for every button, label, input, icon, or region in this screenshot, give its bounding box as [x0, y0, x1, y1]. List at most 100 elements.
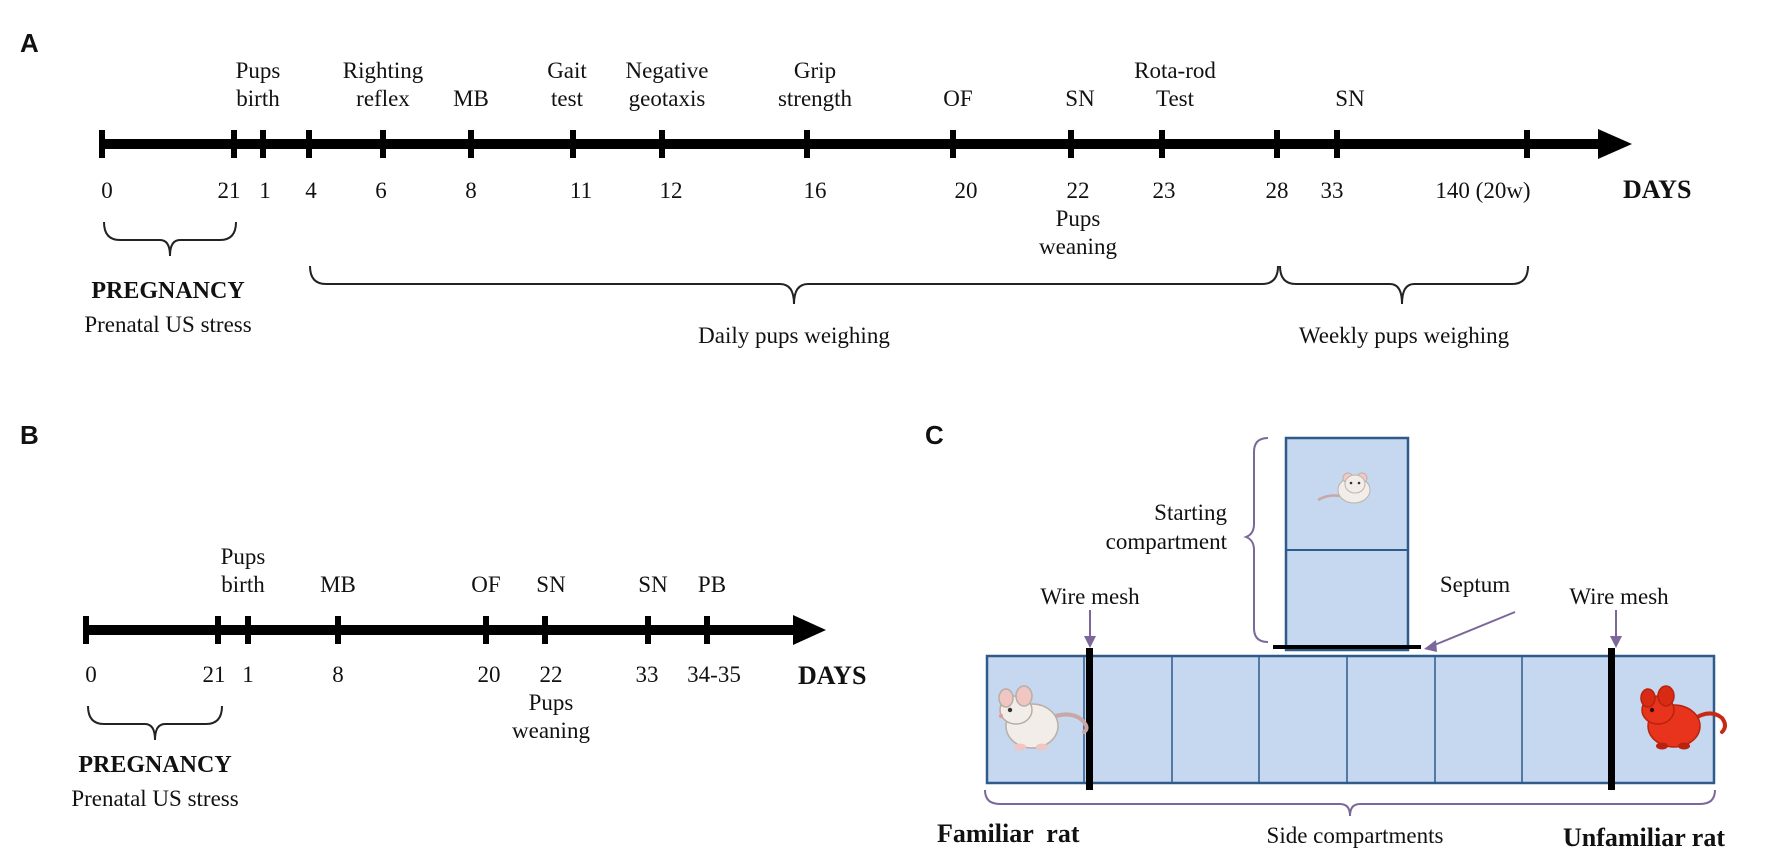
event-label: birth: [221, 572, 265, 597]
tick-a: [380, 130, 386, 158]
tick-label: 22: [540, 662, 563, 687]
event-label: Rota-rod: [1134, 58, 1216, 83]
septum: [1273, 645, 1421, 649]
tick-label: 12: [660, 178, 683, 203]
days-label-a: DAYS: [1623, 175, 1691, 204]
arrowhead: [1084, 636, 1096, 648]
weekly-weighing-label: Weekly pups weighing: [1299, 323, 1510, 348]
braces-a: [103, 221, 1529, 305]
tick-label: 8: [332, 662, 344, 687]
tick-label: 21: [218, 178, 241, 203]
tick-label: 4: [305, 178, 317, 203]
event-label: OF: [943, 86, 972, 111]
familiar-rat-label: Familiar rat: [937, 819, 1080, 848]
event-label: Test: [1156, 86, 1195, 111]
unfamiliar-rat-icon: [1640, 685, 1727, 750]
starting-compartment-label: Starting: [1154, 500, 1227, 525]
panel-label-a: A: [20, 28, 39, 58]
weaning-label-b: weaning: [512, 718, 590, 743]
tick-a: [659, 130, 665, 158]
tick-b: [542, 616, 548, 644]
wire-mesh-left: [1086, 648, 1093, 790]
events-a: Pups birth Righting reflex MB Gait test …: [236, 58, 1365, 111]
annotations-c: [984, 437, 1716, 817]
timeline-a-arrowhead: [1598, 129, 1632, 159]
arrowheads-c: [1084, 636, 1622, 652]
unfamiliar-rat-label: Unfamiliar rat: [1563, 823, 1725, 852]
weaning-label-b: Pups: [529, 690, 574, 715]
social-apparatus: [985, 436, 1716, 790]
tick-b: [215, 616, 221, 644]
timeline-a: [99, 129, 1632, 159]
daily-weighing-brace: [309, 265, 1279, 305]
tick-a: [260, 130, 266, 158]
arrowhead: [1610, 636, 1622, 648]
labels-c: Starting compartment Wire mesh Wire mesh…: [1040, 500, 1669, 848]
timeline-b-arrowhead: [793, 615, 826, 645]
event-label: birth: [236, 86, 280, 111]
septum-label: Septum: [1440, 572, 1510, 597]
event-label: Pups: [221, 544, 266, 569]
side-compartments-label: Side compartments: [1267, 823, 1444, 848]
pregnancy-subtitle-b: Prenatal US stress: [71, 786, 238, 811]
tick-label: 20: [478, 662, 501, 687]
tick-label: 0: [101, 178, 113, 203]
event-label: SN: [536, 572, 566, 597]
tick-label: 16: [804, 178, 827, 203]
pregnancy-title-a: PREGNANCY: [91, 278, 244, 304]
tick-label: 8: [465, 178, 477, 203]
weekly-weighing-brace: [1279, 265, 1529, 305]
event-label: geotaxis: [629, 86, 706, 111]
side-compartments: [985, 654, 1716, 785]
event-label: SN: [638, 572, 668, 597]
tick-label: 1: [242, 662, 254, 687]
tick-b: [83, 616, 89, 644]
tick-b: [483, 616, 489, 644]
event-label: SN: [1065, 86, 1095, 111]
event-label: MB: [320, 572, 356, 597]
pregnancy-brace-b: [87, 705, 223, 741]
tick-a: [1334, 130, 1340, 158]
event-label: strength: [778, 86, 853, 111]
event-label: MB: [453, 86, 489, 111]
tick-label: 140 (20w): [1435, 178, 1530, 203]
event-label: reflex: [356, 86, 410, 111]
ticklabels-b: 0 21 1 8 20 22 33 34-35: [85, 662, 741, 687]
pregnancy-subtitle-a: Prenatal US stress: [84, 312, 251, 337]
tick-a: [570, 130, 576, 158]
event-label: Pups: [236, 58, 281, 83]
tick-a: [468, 130, 474, 158]
tick-label: 20: [955, 178, 978, 203]
septum-arrow: [1431, 611, 1516, 647]
tick-label: 21: [203, 662, 226, 687]
tick-label: 1: [259, 178, 271, 203]
event-label: SN: [1335, 86, 1365, 111]
days-label-b: DAYS: [798, 661, 866, 690]
panel-label-b: B: [20, 420, 39, 450]
tick-a: [1159, 130, 1165, 158]
tick-label: 23: [1153, 178, 1176, 203]
starting-compartment: [1284, 436, 1410, 652]
weaning-label-a: Pups: [1056, 206, 1101, 231]
tick-a: [99, 130, 105, 158]
ticklabels-a: 0 21 1 4 6 8 11 12 16 20 22 23 28 33 140…: [101, 178, 1530, 203]
wire-mesh-label-right: Wire mesh: [1569, 584, 1669, 609]
tick-a: [1068, 130, 1074, 158]
rat-icon: [1317, 472, 1371, 504]
wire-mesh-label-left: Wire mesh: [1040, 584, 1140, 609]
tick-a: [231, 130, 237, 158]
tick-label: 11: [570, 178, 592, 203]
pregnancy-brace-a: [103, 221, 237, 257]
tick-b: [335, 616, 341, 644]
tick-a: [950, 130, 956, 158]
pregnancy-title-b: PREGNANCY: [78, 752, 231, 778]
timeline-b: [83, 615, 826, 645]
event-label: Gait: [547, 58, 587, 83]
familiar-rat-icon: [998, 685, 1089, 751]
daily-weighing-label: Daily pups weighing: [698, 323, 890, 348]
tick-b: [245, 616, 251, 644]
tick-b: [704, 616, 710, 644]
starting-compartment-label: compartment: [1106, 529, 1228, 554]
event-label: Grip: [794, 58, 836, 83]
